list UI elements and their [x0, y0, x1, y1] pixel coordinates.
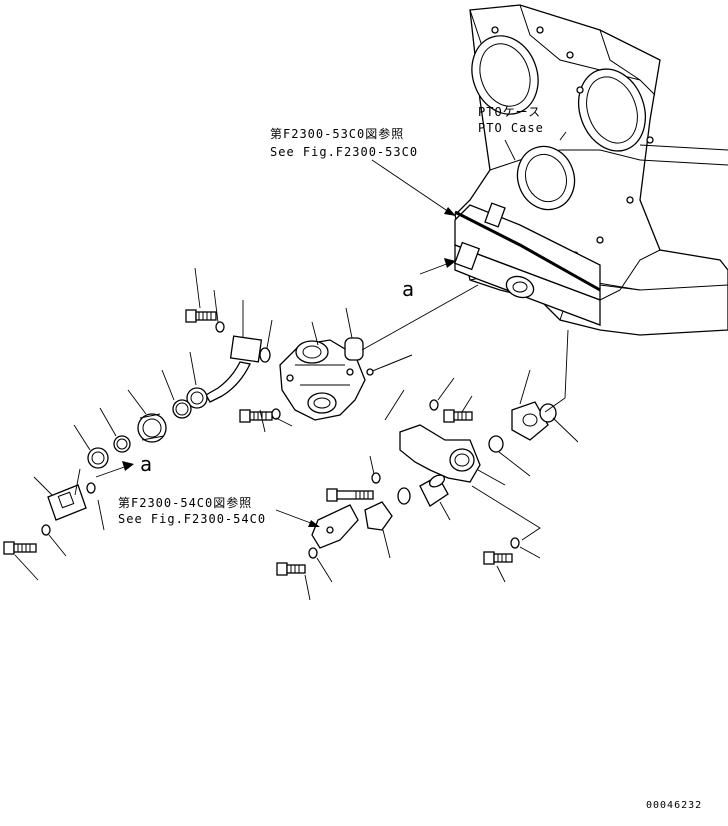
- bolt-upper: [185, 309, 225, 333]
- stud: [366, 354, 413, 376]
- o-ring-right: [539, 403, 557, 423]
- reference-label-mid-jp: 第F2300-54C0図参照: [118, 496, 253, 510]
- bolt-lower-right: [483, 537, 520, 565]
- view-marker-upper: a: [402, 277, 415, 301]
- bolt-center-long: [326, 472, 381, 502]
- hose-elbow: [205, 335, 271, 403]
- o-ring-lower: [488, 435, 504, 453]
- bolt-lower-left: [3, 524, 51, 555]
- view-marker-lower: a: [140, 452, 153, 476]
- pto-case-label-en: PTO Case: [478, 121, 544, 135]
- reference-label-top-en: See Fig.F2300-53C0: [270, 145, 419, 159]
- cover-cap: [364, 501, 393, 531]
- water-elbow: [399, 424, 481, 483]
- gasket-oval: [344, 337, 364, 361]
- o-ring-center: [397, 487, 411, 505]
- tube-connector: [419, 474, 449, 507]
- reference-label-mid-en: See Fig.F2300-54C0: [118, 512, 267, 526]
- o-ring-small: [86, 482, 96, 494]
- ring-1: [172, 399, 192, 419]
- small-cover-plate: [47, 484, 87, 521]
- leader-lines: [14, 131, 579, 601]
- view-arrow-lower: [95, 461, 134, 478]
- view-arrow-upper: [419, 258, 456, 275]
- bolt-bracket: [276, 547, 318, 576]
- ring-2: [113, 435, 131, 453]
- bolt-right: [429, 399, 473, 423]
- drawing-number: 00046232: [646, 800, 703, 811]
- hose-clamp-2: [87, 447, 109, 469]
- pto-case-label-jp: PTOケース: [478, 105, 542, 119]
- filter-head-assembly: [279, 339, 366, 421]
- flange-plate: [511, 401, 549, 441]
- hose-clamp-1: [186, 387, 208, 409]
- pto-case-housing: [453, 4, 728, 336]
- bracket: [311, 504, 359, 549]
- hose-sleeve: [137, 413, 167, 443]
- reference-label-top-jp: 第F2300-53C0図参照: [270, 127, 405, 141]
